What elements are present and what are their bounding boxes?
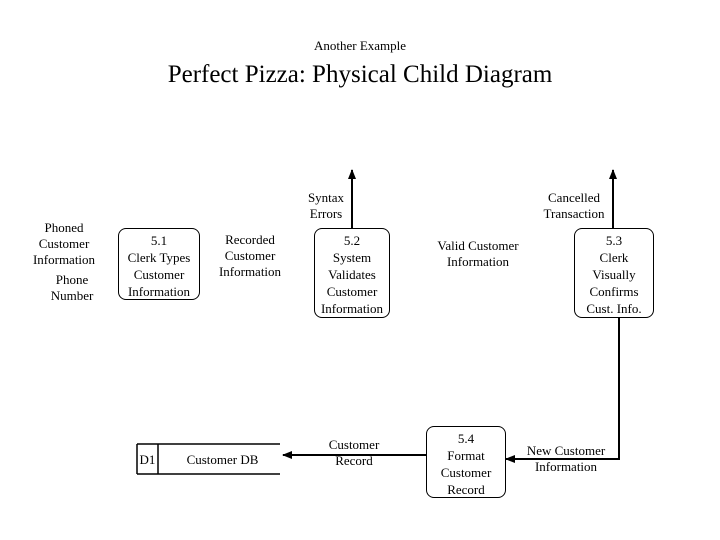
customer-record-label: Customer Record — [328, 437, 380, 468]
new-customer-information-label: New Customer Information — [526, 443, 606, 474]
process-5-1[interactable]: 5.1 Clerk Types Customer Information — [118, 228, 200, 300]
new-customer-information-flow — [505, 318, 620, 463]
process-5-3[interactable]: 5.3 Clerk Visually Confirms Cust. Info. — [574, 228, 654, 318]
datastore-id: D1 — [139, 452, 156, 467]
datastore-name[interactable]: Customer DB — [186, 452, 259, 467]
process-5-2[interactable]: 5.2 System Validates Customer Informatio… — [314, 228, 390, 318]
recorded-customer-information-label: Recorded Customer Information — [218, 232, 282, 279]
cancelled-transaction-label: Cancelled Transaction — [543, 190, 605, 221]
datastore-shape — [136, 443, 280, 475]
diagram-title: Perfect Pizza: Physical Child Diagram — [167, 61, 553, 88]
process-5-4[interactable]: 5.4 Format Customer Record — [426, 426, 506, 498]
syntax-errors-label: Syntax Errors — [307, 190, 345, 221]
diagram-subtitle: Another Example — [313, 38, 407, 53]
valid-customer-information-label: Valid Customer Information — [437, 238, 519, 269]
phoned-customer-information-label: Phoned Customer Information — [32, 220, 96, 267]
phone-number-label: Phone Number — [50, 272, 94, 303]
